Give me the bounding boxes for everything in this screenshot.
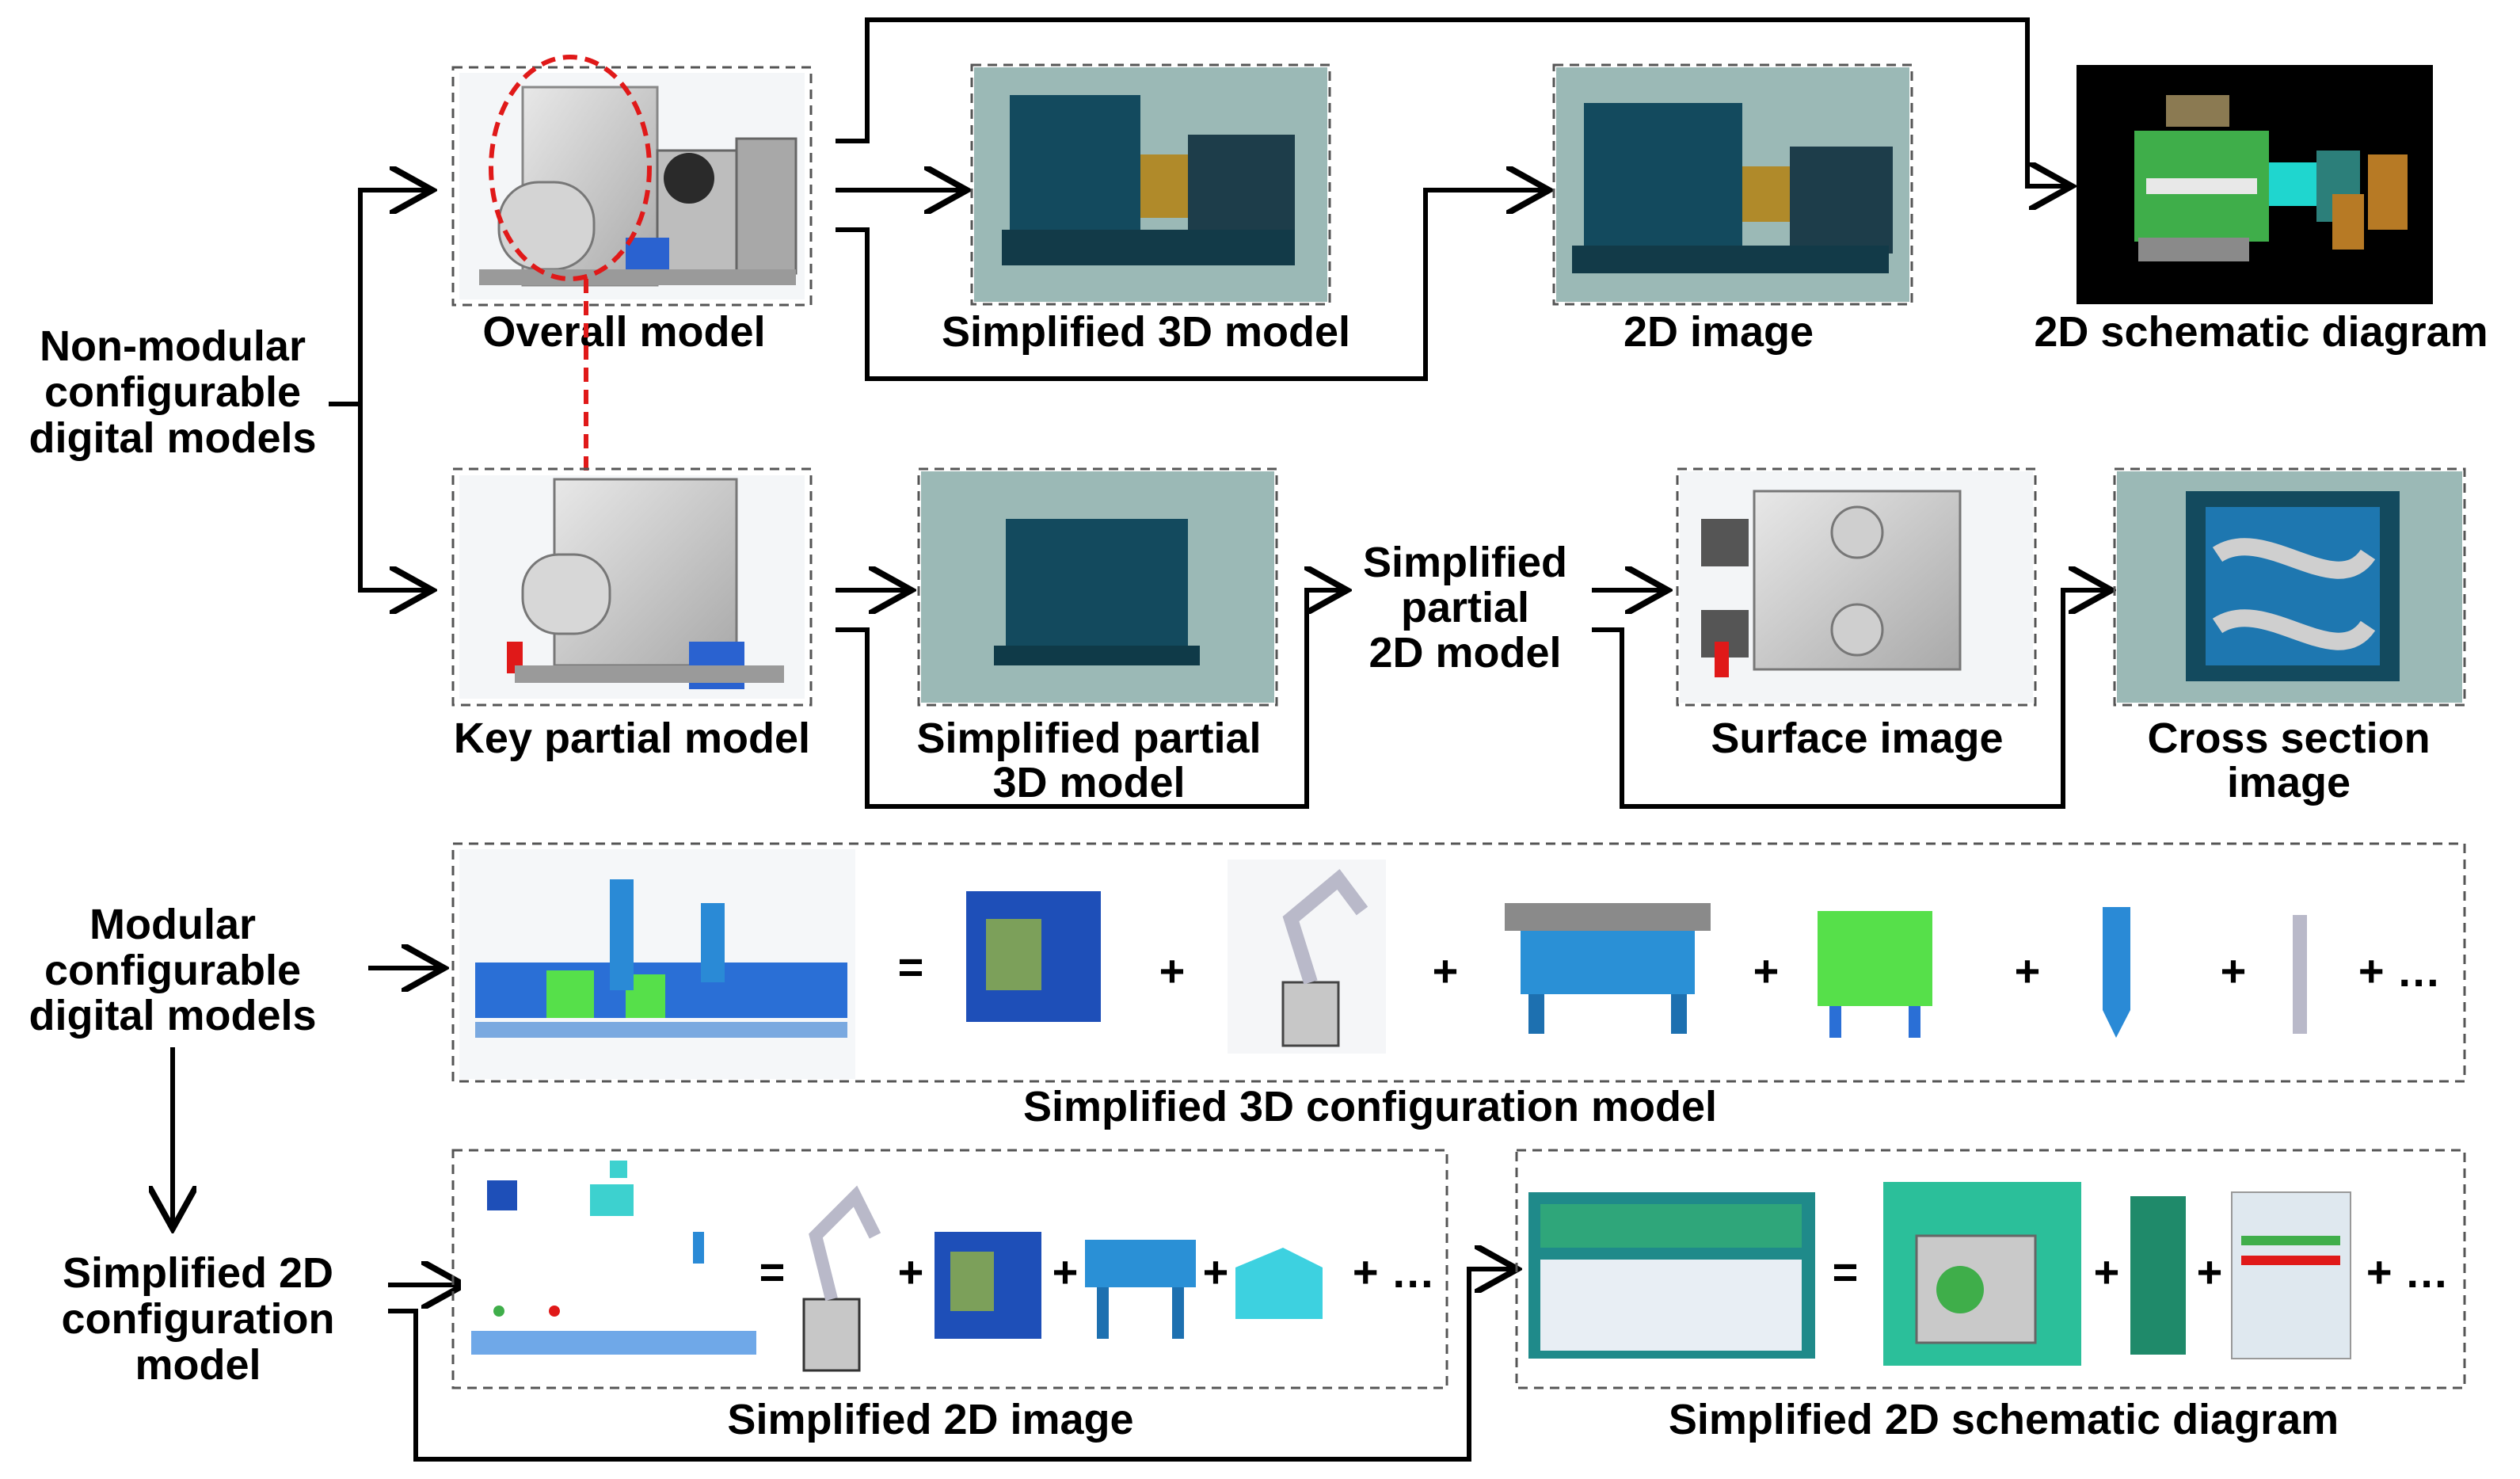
component-pipe [2293, 915, 2307, 1034]
surface-image-label: Surface image [1711, 715, 2003, 762]
2d-blue-cabinet [935, 1232, 1041, 1339]
2d-schematic-panel: = + + + … [1515, 1149, 2466, 1389]
2d-schematic-image [2077, 65, 2433, 304]
2d-layout-thumb [461, 1158, 770, 1382]
key-partial-model-image [451, 467, 813, 707]
2d-image-label: 2D image [1624, 308, 1814, 356]
2d-cyan-box [1235, 1248, 1323, 1319]
3d-config-label: Simplified 3D configuration model [1023, 1083, 1717, 1130]
3d-config-panel: = + + + + + [451, 842, 2466, 1083]
arrow-overall-to-schematic [836, 17, 2067, 186]
simplified-partial-3d-label: Simplified partial [916, 715, 1261, 762]
overall-model-label: Overall model [482, 308, 765, 356]
plus-sign: + [1753, 946, 1780, 996]
plus-sign: + [2197, 1247, 2223, 1297]
plus-sign: + [2015, 946, 2041, 996]
arrow-to-key-partial-model [358, 404, 428, 590]
plus-sign: + [898, 1247, 924, 1297]
2d-image-panel: = + + + + … [451, 1149, 1448, 1389]
arrow-to-cross-section [1592, 590, 2107, 809]
simplified-partial-3d-image [917, 467, 1278, 707]
hmi-strip-thumb [2130, 1196, 2186, 1355]
plus-sign: + [2221, 946, 2247, 996]
equals-sign: = [759, 1247, 786, 1297]
ellipsis-sign: + … [1353, 1247, 1435, 1297]
modular-label: Modular configurable digital models [29, 901, 316, 1039]
arrow-partial-to-simplified-2d [836, 590, 1342, 809]
component-blue-cabinet [966, 891, 1101, 1022]
component-conveyor [1505, 903, 1711, 1034]
cross-section-label-2: image [2227, 759, 2351, 806]
equals-sign: = [1833, 1247, 1859, 1297]
assembled-line-image [459, 849, 855, 1079]
ellipsis-sign: + … [2358, 946, 2441, 996]
2d-schematic-label: 2D schematic diagram [2034, 308, 2488, 356]
2d-conveyor [1085, 1240, 1196, 1339]
plus-sign: + [1203, 1247, 1229, 1297]
arrow-to-overall-model [329, 190, 428, 406]
hmi-machine-thumb [1883, 1182, 2081, 1366]
svg-text:digital models: digital models [29, 414, 316, 462]
component-robot-arm [1228, 860, 1386, 1054]
highlight-ellipse [489, 55, 652, 281]
svg-text:configuration: configuration [62, 1295, 335, 1343]
flow-arrows [173, 17, 2107, 1462]
svg-text:Simplified: Simplified [1363, 539, 1567, 586]
plus-sign: + [1159, 946, 1186, 996]
overall-model-image [451, 55, 813, 307]
key-partial-model-label: Key partial model [454, 715, 810, 762]
surface-image [1676, 467, 2037, 707]
hmi-panel-thumb [2231, 1191, 2351, 1359]
arrow-to-2d-schematic [388, 1269, 1513, 1462]
svg-text:Non-modular: Non-modular [40, 322, 306, 370]
svg-text:Simplified 2D: Simplified 2D [63, 1249, 333, 1297]
svg-text:partial: partial [1401, 584, 1529, 631]
cross-section-label: Cross section [2147, 715, 2430, 762]
component-green-box [1818, 911, 1932, 1038]
cross-section-image [2113, 467, 2466, 707]
simplified-3d-model-label: Simplified 3D model [942, 308, 1350, 356]
arrow-overall-to-2d-image [836, 190, 1544, 381]
2d-robot-arm [802, 1185, 881, 1372]
simplified-partial-2d-label: Simplified partial 2D model [1363, 539, 1567, 677]
non-modular-label: Non-modular configurable digital models [29, 322, 316, 462]
svg-text:2D model: 2D model [1368, 629, 1561, 677]
ellipsis-sign: + … [2366, 1247, 2449, 1297]
simplified-3d-model-image [970, 63, 1331, 306]
svg-text:Modular: Modular [89, 901, 256, 948]
component-silo [2103, 907, 2130, 1038]
plus-sign: + [2094, 1247, 2120, 1297]
simplified-2d-config-label: Simplified 2D configuration model [62, 1249, 335, 1389]
plus-sign: + [1433, 946, 1459, 996]
svg-text:configurable: configurable [44, 368, 301, 416]
2d-schematic-panel-label: Simplified 2D schematic diagram [1669, 1396, 2339, 1443]
svg-text:digital models: digital models [29, 992, 316, 1039]
2d-image [1552, 63, 1913, 306]
svg-text:configurable: configurable [44, 947, 301, 994]
svg-text:model: model [135, 1341, 261, 1389]
plus-sign: + [1053, 1247, 1079, 1297]
equals-sign: = [898, 942, 924, 992]
2d-image-panel-label: Simplified 2D image [727, 1396, 1133, 1443]
hmi-screen-thumb [1528, 1192, 1815, 1359]
simplified-partial-3d-label-2: 3D model [992, 759, 1185, 806]
